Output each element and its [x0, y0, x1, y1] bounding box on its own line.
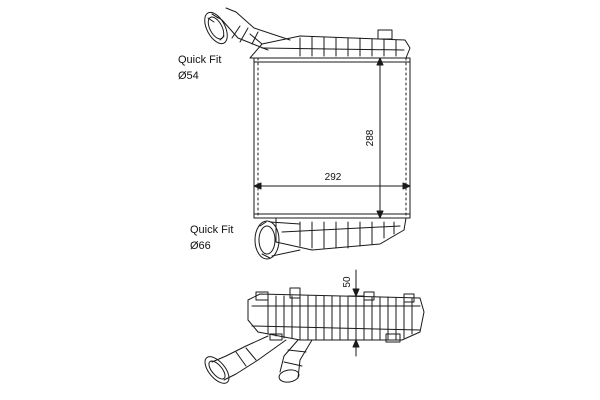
- depth-dimension-line: [347, 269, 365, 357]
- bottom-fit-title: Quick Fit: [190, 224, 234, 236]
- top-fit-title: Quick Fit: [178, 54, 222, 66]
- width-dimension-line: [253, 177, 411, 193]
- lower-outlet-pipe: [254, 220, 301, 260]
- height-value: 288: [365, 129, 376, 146]
- depth-value: 50: [342, 276, 353, 288]
- lower-tank: [275, 217, 407, 251]
- side-view-pipes: [204, 335, 313, 384]
- core: [253, 57, 411, 219]
- side-view-body: [247, 287, 425, 343]
- width-value: 292: [325, 172, 342, 183]
- bottom-fit-diameter: Ø66: [190, 240, 211, 252]
- upper-inlet-pipe: [204, 7, 291, 51]
- height-dimension-line: [376, 57, 384, 219]
- top-fit-diameter: Ø54: [178, 70, 199, 82]
